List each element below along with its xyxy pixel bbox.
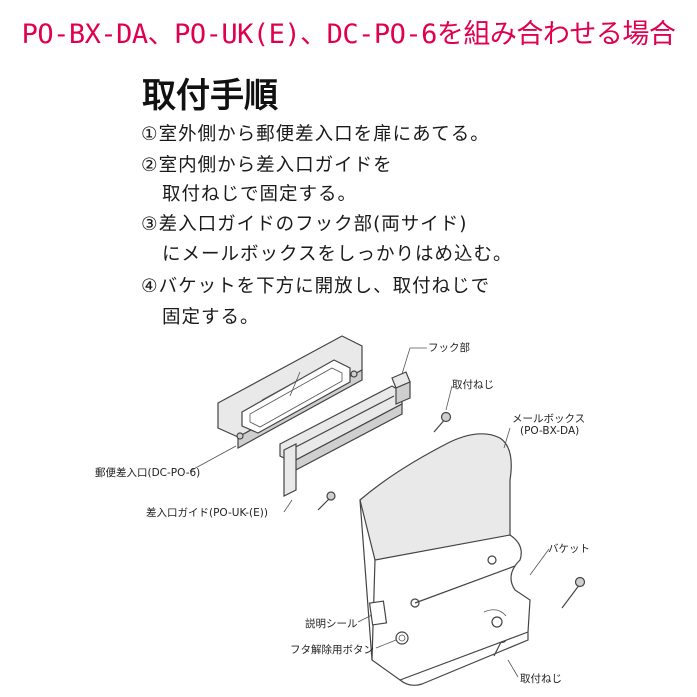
label-seal: 説明シール xyxy=(305,618,358,630)
section-heading: 取付手順 xyxy=(142,76,278,116)
step-3-cont: にメールボックスをしっかりはめ込む。 xyxy=(162,244,513,265)
step-4-cont: 固定する。 xyxy=(162,307,260,328)
screw-icon-top xyxy=(433,411,452,433)
label-mail-slot: 郵便差入口(DC-PO-6) xyxy=(95,467,201,479)
label-screw-bottom: 取付ねじ xyxy=(520,673,562,685)
leader-lines xyxy=(189,347,550,678)
screw-icon-bucket xyxy=(561,576,586,609)
step-2: ②室内側から差入口ガイドを xyxy=(141,155,393,176)
label-bucket: バケット xyxy=(548,543,590,555)
label-mailbox: メールボックス xyxy=(512,413,586,425)
label-screw-top: 取付ねじ xyxy=(452,379,494,391)
label-mailbox-model: (PO-BX-DA) xyxy=(520,425,580,437)
step-4: ④バケットを下方に開放し、取付ねじで xyxy=(141,276,491,297)
mailbox-body xyxy=(359,433,531,686)
label-slot-guide: 差入口ガイド(PO-UK-(E)) xyxy=(146,507,268,519)
slot-guide xyxy=(279,371,411,497)
step-1: ①室外側から郵便差入口を扉にあてる。 xyxy=(141,124,490,145)
step-3: ③差入口ガイドのフック部(両サイド) xyxy=(141,214,468,235)
mail-slot-frame xyxy=(217,335,363,450)
step-2-cont: 取付ねじで固定する。 xyxy=(162,184,358,205)
label-hook: フック部 xyxy=(428,342,470,354)
screw-icon-guide xyxy=(317,491,336,511)
page-title: PO-BX-DA、PO-UK(E)、DC-PO-6を組み合わせる場合 xyxy=(21,19,676,50)
label-lid-button: フタ解除用ボタン xyxy=(290,644,374,656)
